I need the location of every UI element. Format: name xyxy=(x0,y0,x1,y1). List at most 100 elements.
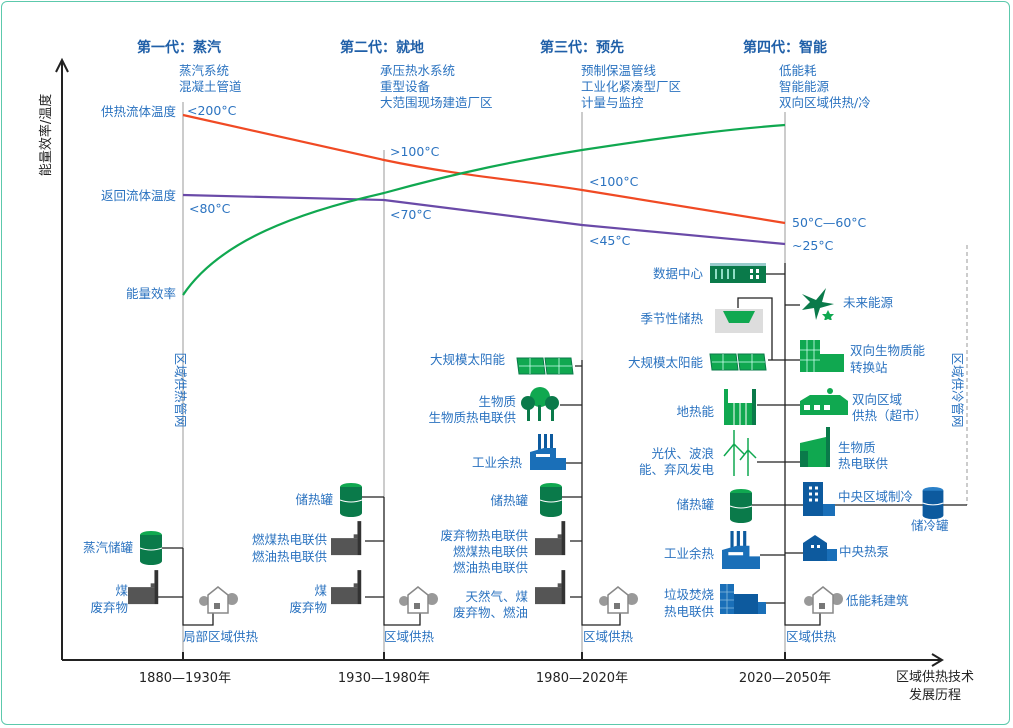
chp-plant-icon xyxy=(331,521,362,556)
gen4-geothermal-label: 地热能 xyxy=(676,404,714,419)
chp-plant-icon xyxy=(535,521,566,556)
gen4-heatpump-label: 中央热泵 xyxy=(839,544,889,559)
gen4-feature: 智能能源 xyxy=(779,79,830,94)
gen4-biochp-label: 生物质 xyxy=(838,440,876,455)
gen3-biomass-label: 生物质 xyxy=(478,394,516,409)
steam-storage-tank-icon xyxy=(139,530,163,566)
connection-lines xyxy=(158,263,967,626)
gen4-return-temp: ~25°C xyxy=(792,238,834,253)
gen3-chp-label: 燃煤热电联供 xyxy=(453,544,528,559)
gen4-supermarket-label: 双向区域 xyxy=(852,392,902,407)
gen1-fuel-label: 废弃物 xyxy=(90,600,128,615)
gen2-feature: 重型设备 xyxy=(380,79,431,94)
gen4-renewables-label: 光伏、波浪 xyxy=(651,446,714,461)
heat-storage-tank-icon xyxy=(339,482,363,518)
gen4-incineration-label: 垃圾焚烧 xyxy=(664,587,715,602)
gen4-period: 2020—2050年 xyxy=(739,671,831,686)
solar-panel-icon xyxy=(709,353,767,371)
y-axis-arrow-icon xyxy=(55,57,69,73)
gen4-tank-label: 储热罐 xyxy=(676,497,714,512)
heat-storage-tank-icon xyxy=(539,482,563,518)
gen3-feature: 计量与监控 xyxy=(581,95,644,110)
gen1-title: 第一代：蒸汽 xyxy=(137,39,221,56)
tick-marks xyxy=(182,652,786,660)
gen2-fuel-label: 煤 xyxy=(314,583,327,598)
fuel-plant-icon xyxy=(535,570,566,605)
supply-temperature-curve xyxy=(182,113,786,225)
industrial-plant-icon xyxy=(530,434,566,470)
return-temperature-curve xyxy=(182,193,786,246)
gen2-period: 1930—1980年 xyxy=(338,671,430,686)
gen1-return-temp: <80°C xyxy=(189,201,231,216)
gen4-datacenter-label: 数据中心 xyxy=(653,266,704,281)
gen3-chp-label: 燃油热电联供 xyxy=(453,560,528,575)
gen4-seasonal-label: 季节性储热 xyxy=(640,311,703,326)
energy-efficiency-label: 能量效率 xyxy=(126,286,176,301)
geothermal-icon xyxy=(723,388,757,425)
gen2-fuel-label: 废弃物 xyxy=(289,600,327,615)
gen2-chp-label: 燃煤热电联供 xyxy=(252,532,327,547)
bio-conversion-station-icon xyxy=(800,340,844,372)
gen3-fuel-label: 废弃物、燃油 xyxy=(453,605,528,620)
gen3-network-label: 区域供热 xyxy=(583,629,634,644)
gen3-period: 1980—2020年 xyxy=(536,671,628,686)
gen2-network-label: 区域供热 xyxy=(384,629,435,644)
data-center-icon xyxy=(710,263,766,283)
gen4-cooling-label: 中央区域制冷 xyxy=(838,489,913,504)
gen1-network-label: 局部区域供热 xyxy=(183,629,259,644)
biomass-chp-icon xyxy=(800,427,830,467)
gen2-supply-temp: >100°C xyxy=(390,144,440,159)
gen1-supply-temp: <200°C xyxy=(187,103,237,118)
gen4-title: 第四代：智能 xyxy=(743,39,827,56)
supermarket-icon xyxy=(800,388,848,415)
gen3-fuel-label: 天然气、煤 xyxy=(465,589,528,604)
heating-network-label: 区域供热管网 xyxy=(173,352,188,427)
coal-waste-plant-icon xyxy=(331,570,362,605)
gen4-biostation-label: 双向生物质能 xyxy=(850,343,926,358)
gen3-return-temp: <45°C xyxy=(589,233,631,248)
gen4-feature: 双向区域供热/冷 xyxy=(779,95,871,110)
gen4-feature: 低能耗 xyxy=(779,63,817,78)
gen4-supermarket-label: 供热（超市） xyxy=(852,408,927,423)
gen3-industrial-label: 工业余热 xyxy=(472,455,523,470)
cold-storage-tank-icon xyxy=(922,486,944,520)
gen3-title: 第三代：预先 xyxy=(540,39,624,56)
gen4-solar-label: 大规模太阳能 xyxy=(628,355,704,370)
x-axis-arrow-icon xyxy=(931,653,944,667)
gen2-return-temp: <70°C xyxy=(390,207,432,222)
gen3-supply-temp: <100°C xyxy=(589,174,639,189)
gen3-feature: 预制保温管线 xyxy=(581,63,657,78)
building-icon xyxy=(198,586,238,614)
gen2-feature: 大范围现场建造厂区 xyxy=(380,95,493,110)
biomass-trees-icon xyxy=(521,387,559,421)
central-cooling-building-icon xyxy=(803,482,835,516)
future-energy-star-icon xyxy=(802,288,834,320)
gen1-period: 1880—1930年 xyxy=(139,671,231,686)
gen4-renewables-label: 能、弃风发电 xyxy=(639,462,715,477)
seasonal-storage-icon xyxy=(715,309,763,333)
gen3-feature: 工业化紧凑型厂区 xyxy=(581,79,681,94)
industrial-plant-icon xyxy=(722,531,760,569)
generation-dividers xyxy=(182,102,786,660)
gen1-feature: 混凝土管道 xyxy=(179,79,242,94)
steam-storage-tank-label: 蒸汽储罐 xyxy=(83,540,134,555)
gen2-feature: 承压热水系统 xyxy=(380,63,455,78)
gen4-biochp-label: 热电联供 xyxy=(838,456,888,471)
gen3-solar-label: 大规模太阳能 xyxy=(430,352,506,367)
x-axis-title-line1: 区域供热技术 xyxy=(896,670,974,685)
gen3-tank-label: 储热罐 xyxy=(490,493,528,508)
gen4-industrial-label: 工业余热 xyxy=(664,546,715,561)
gen2-chp-label: 燃油热电联供 xyxy=(252,549,327,564)
gen4-low-energy-label: 低能耗建筑 xyxy=(846,593,909,608)
building-icon xyxy=(598,586,638,614)
energy-efficiency-curve xyxy=(182,123,786,296)
gen3-biomass-label: 生物质热电联供 xyxy=(428,410,516,425)
gen3-chp-label: 废弃物热电联供 xyxy=(440,528,528,543)
gen4-future-label: 未来能源 xyxy=(843,295,894,310)
building-icon xyxy=(398,586,438,614)
central-heat-pump-icon xyxy=(803,535,837,561)
heat-storage-tank-icon xyxy=(729,488,753,524)
gen2-title: 第二代：就地 xyxy=(340,39,424,56)
gen4-biostation-label: 转换站 xyxy=(850,360,888,375)
